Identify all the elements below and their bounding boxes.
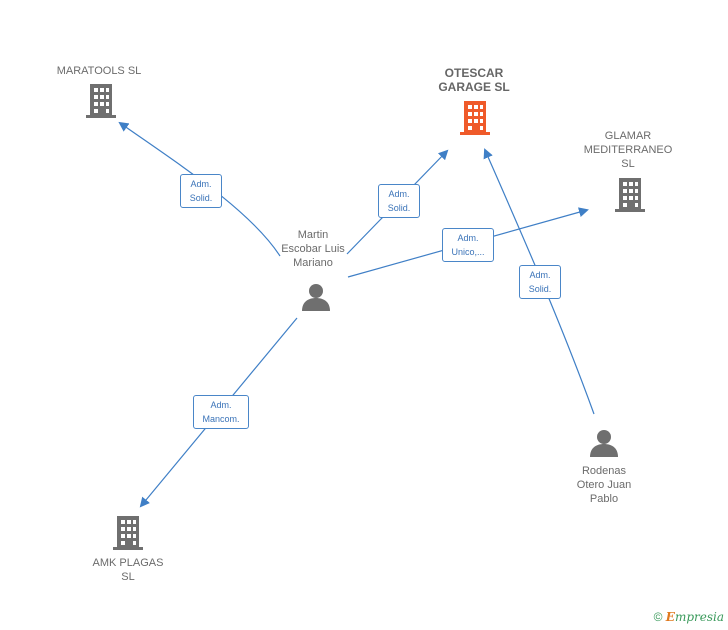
rodenas-label[interactable]: Rodenas Otero Juan Pablo bbox=[576, 465, 632, 505]
glamar-label[interactable]: GLAMAR MEDITERRANEO SL bbox=[583, 130, 673, 170]
maratools-label[interactable]: MARATOOLS SL bbox=[56, 65, 142, 77]
building-icon[interactable] bbox=[113, 516, 143, 550]
brand-initial: E bbox=[665, 610, 675, 624]
person-icon[interactable] bbox=[301, 283, 331, 311]
building-icon[interactable] bbox=[615, 178, 645, 212]
martin-label[interactable]: Martin Escobar Luis Mariano bbox=[281, 229, 345, 269]
edge-label-maratools[interactable]: Adm. Solid. bbox=[180, 174, 222, 208]
edge-label-rodenas[interactable]: Adm. Solid. bbox=[519, 265, 561, 299]
brand-watermark: © Empresia bbox=[654, 610, 724, 624]
building-icon[interactable] bbox=[86, 84, 116, 118]
brand-name: mpresia bbox=[674, 610, 724, 624]
copyright-icon: © bbox=[653, 610, 663, 624]
otescar-label[interactable]: OTESCAR GARAGE SL bbox=[438, 66, 510, 94]
person-icon[interactable] bbox=[589, 429, 619, 457]
edge-label-otescar[interactable]: Adm. Solid. bbox=[378, 184, 420, 218]
amk-label[interactable]: AMK PLAGAS SL bbox=[92, 557, 164, 583]
building-icon[interactable] bbox=[460, 101, 490, 135]
edge-label-amk[interactable]: Adm. Mancom. bbox=[193, 395, 249, 429]
edge-label-glamar[interactable]: Adm. Unico,... bbox=[442, 228, 494, 262]
